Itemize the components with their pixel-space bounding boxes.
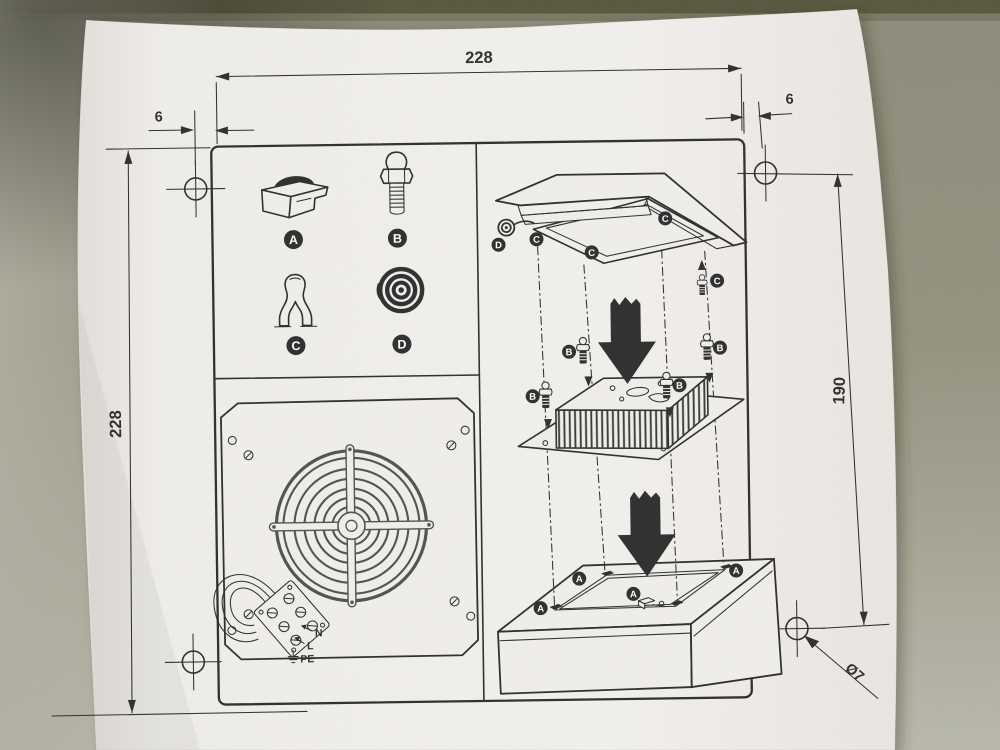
- photo-of-installation-drawing: 228 6 6 228: [0, 0, 1000, 750]
- photo-grain: [0, 0, 1000, 750]
- scene: 228 6 6 228: [0, 0, 1000, 750]
